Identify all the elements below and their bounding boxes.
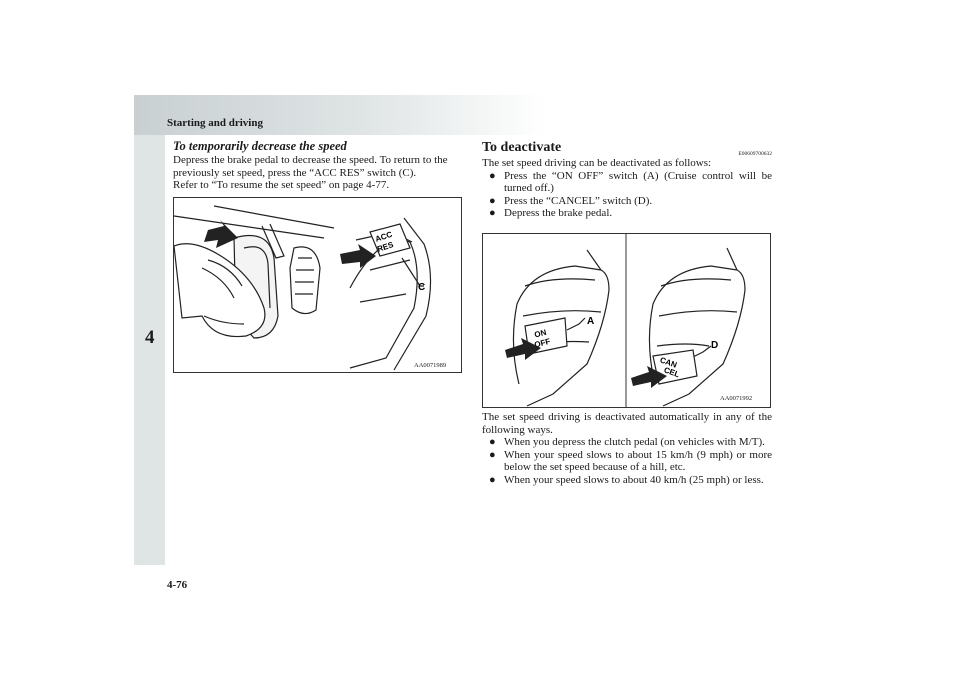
- right-column: To deactivate E00609700632 The set speed…: [482, 139, 772, 220]
- list-item: ● When your speed slows to about 15 km/h …: [482, 449, 772, 474]
- auto-deactivate-intro: The set speed driving is deactivated aut…: [482, 411, 772, 436]
- list-item: ● Depress the brake pedal.: [482, 207, 772, 220]
- brake-pedal-illustration: ACC RES C: [174, 205, 432, 371]
- section-header-title: Starting and driving: [167, 117, 263, 129]
- bullet-icon: ●: [489, 207, 496, 220]
- left-column: To temporarily decrease the speed Depres…: [173, 139, 463, 192]
- chapter-side-band: [134, 135, 165, 565]
- header-band: [134, 95, 548, 135]
- auto-deactivate-list: ● When you depress the clutch pedal (on v…: [482, 436, 772, 486]
- switch-figure: ON OFF A CAN CEL D AA0071992: [482, 233, 771, 408]
- bullet-icon: ●: [489, 473, 496, 486]
- list-item-text: When your speed slows to about 40 km/h (…: [504, 473, 764, 486]
- paragraph-line: Depress the brake pedal to decrease the …: [173, 154, 448, 166]
- list-item-text: Depress the brake pedal.: [504, 207, 613, 220]
- switch-illustration: ON OFF A CAN CEL D: [505, 234, 746, 407]
- decrease-speed-heading: To temporarily decrease the speed: [173, 139, 347, 153]
- bullet-icon: ●: [489, 448, 496, 461]
- list-item: ● When you depress the clutch pedal (on v…: [482, 436, 772, 449]
- bullet-icon: ●: [489, 194, 496, 207]
- decrease-speed-paragraph: Depress the brake pedal to decrease the …: [173, 154, 463, 192]
- list-item: ● When your speed slows to about 40 km/h …: [482, 474, 772, 487]
- bullet-icon: ●: [489, 436, 496, 449]
- callout-a: A: [587, 316, 594, 327]
- list-item: ● Press the “ON OFF” switch (A) (Cruise c…: [482, 170, 772, 195]
- list-item-text: When you depress the clutch pedal (on ve…: [504, 436, 765, 449]
- deactivate-heading: To deactivate E00609700632: [482, 139, 772, 157]
- right-column-continued: The set speed driving is deactivated aut…: [482, 411, 772, 487]
- doc-code: E00609700632: [738, 151, 772, 157]
- chapter-number: 4: [145, 327, 155, 348]
- list-item-text: Press the “ON OFF” switch (A) (Cruise co…: [504, 169, 772, 195]
- paragraph-line: Refer to “To resume the set speed” on pa…: [173, 179, 390, 192]
- deactivate-methods-list: ● Press the “ON OFF” switch (A) (Cruise c…: [482, 170, 772, 220]
- page-number: 4-76: [167, 579, 188, 591]
- callout-d: D: [711, 340, 718, 351]
- off-switch-text: OFF: [533, 337, 551, 350]
- bullet-icon: ●: [489, 169, 496, 182]
- callout-c: C: [418, 282, 425, 293]
- figure-code: AA0071989: [414, 362, 447, 369]
- list-item-text: When your speed slows to about 15 km/h (…: [504, 448, 772, 474]
- on-switch-text: ON: [533, 328, 547, 340]
- brake-pedal-figure: ACC RES C AA0071989: [173, 197, 462, 373]
- deactivate-heading-text: To deactivate: [482, 140, 562, 155]
- figure-code: AA0071992: [720, 395, 753, 402]
- list-item: ● Press the “CANCEL” switch (D).: [482, 195, 772, 208]
- list-item-text: Press the “CANCEL” switch (D).: [504, 194, 653, 207]
- paragraph-line: previously set speed, press the “ACC RES…: [173, 166, 417, 179]
- deactivate-intro: The set speed driving can be deactivated…: [482, 157, 712, 169]
